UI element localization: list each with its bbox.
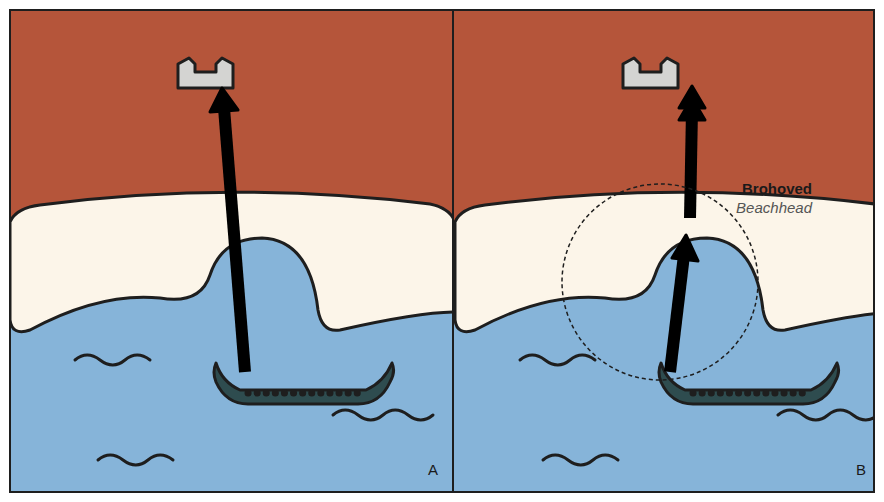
- term-label: Brohoved: [742, 180, 812, 197]
- panel-letter: A: [428, 461, 438, 478]
- translation-label: Beachhead: [736, 199, 812, 216]
- panel-letter: B: [856, 461, 866, 478]
